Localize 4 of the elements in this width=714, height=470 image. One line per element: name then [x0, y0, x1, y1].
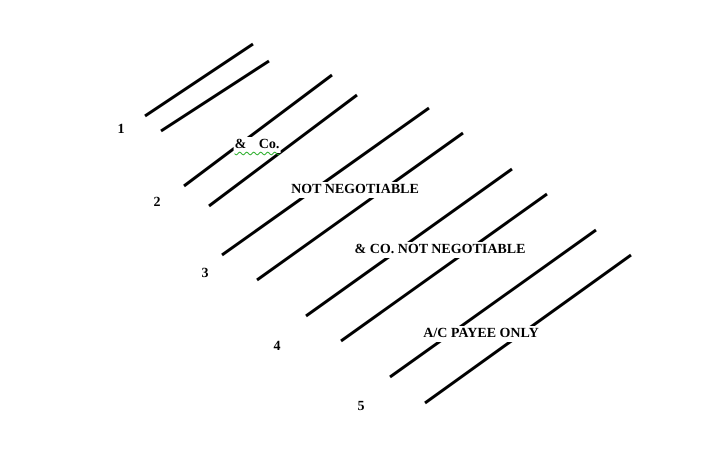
crossing-label: & CO. NOT NEGOTIABLE [354, 242, 526, 258]
crossing-label: A/C PAYEE ONLY [422, 326, 540, 342]
crossing-label: NOT NEGOTIABLE [290, 182, 420, 198]
crossing-label: & Co. [234, 137, 280, 153]
